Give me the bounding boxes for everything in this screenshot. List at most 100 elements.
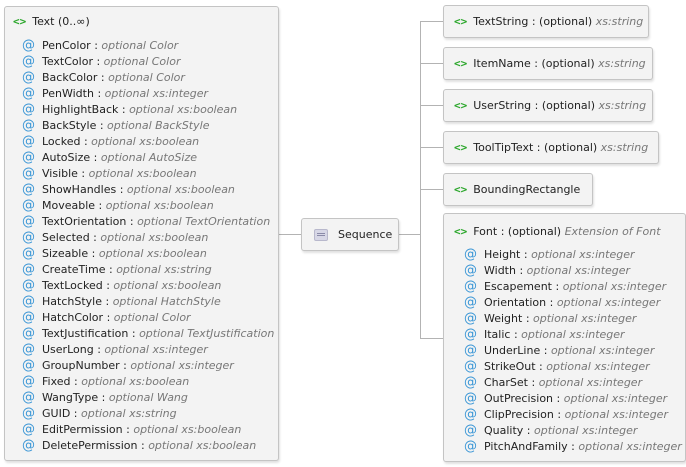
element-tag-icon: <> xyxy=(454,141,468,154)
attribute-separator: : xyxy=(540,344,551,357)
attribute-row: @GroupNumber : optional xs:integer xyxy=(22,359,234,373)
attribute-separator: : xyxy=(126,215,138,228)
attribute-type: optional xs:boolean xyxy=(126,183,235,196)
attribute-at-icon: @ xyxy=(22,438,35,453)
connector-branch-userstring xyxy=(420,105,444,106)
attribute-at-icon: @ xyxy=(22,38,35,53)
font-element-name: Font xyxy=(473,225,498,238)
attribute-at-icon: @ xyxy=(22,358,35,373)
connector-trunk xyxy=(420,21,421,338)
attribute-name: Height xyxy=(484,248,521,261)
attribute-separator: : xyxy=(510,328,522,341)
element-tag-icon: <> xyxy=(13,15,27,28)
attribute-type: optional xs:integer xyxy=(562,280,667,293)
attribute-row: @Width : optional xs:integer xyxy=(464,264,630,278)
attribute-row: @Escapement : optional xs:integer xyxy=(464,280,666,294)
attribute-separator: : xyxy=(116,183,127,196)
child-element-box[interactable]: <>ToolTipText : (optional) xs:string xyxy=(443,131,659,164)
attribute-separator: : xyxy=(103,311,114,324)
attribute-type: optional xs:integer xyxy=(104,87,209,100)
element-tag-icon: <> xyxy=(454,15,468,28)
attribute-row: @BackColor : optional Color xyxy=(22,71,185,85)
child-element-name: TextString xyxy=(473,15,529,28)
attribute-row: @PitchAndFamily : optional xs:integer xyxy=(464,440,682,454)
attribute-at-icon: @ xyxy=(464,359,477,374)
attribute-at-icon: @ xyxy=(464,295,477,310)
attribute-row: @DeletePermission : optional xs:boolean xyxy=(22,439,256,453)
attribute-separator: : xyxy=(70,407,81,420)
attribute-at-icon: @ xyxy=(22,326,35,341)
child-element-type: xs:string xyxy=(595,15,644,28)
attribute-name: UnderLine xyxy=(484,344,541,357)
attribute-name: BackColor xyxy=(42,71,98,84)
attribute-separator: : xyxy=(522,312,534,325)
attribute-at-icon: @ xyxy=(22,86,35,101)
child-element-box[interactable]: <>UserString : (optional) xs:string xyxy=(443,89,653,122)
attribute-name: Sizeable xyxy=(42,247,89,260)
attribute-type: optional xs:boolean xyxy=(105,199,214,212)
attribute-at-icon: @ xyxy=(22,54,35,69)
child-element-optional: : (optional) xyxy=(534,99,596,112)
attribute-at-icon: @ xyxy=(22,102,35,117)
attribute-at-icon: @ xyxy=(22,278,35,293)
child-element-type: xs:string xyxy=(600,141,649,154)
attribute-at-icon: @ xyxy=(22,294,35,309)
attribute-name: Escapement xyxy=(484,280,552,293)
attribute-row: @HighlightBack : optional xs:boolean xyxy=(22,103,237,117)
attribute-name: Selected xyxy=(42,231,90,244)
attribute-name: TextLocked xyxy=(42,279,103,292)
attribute-type: optional TextOrientation xyxy=(137,215,271,228)
attribute-at-icon: @ xyxy=(464,423,477,438)
child-element-header: <>BoundingRectangle xyxy=(454,183,580,197)
child-element-optional: : (optional) xyxy=(534,57,595,70)
attribute-name: StrikeOut xyxy=(484,360,536,373)
child-element-box[interactable]: <> TextString : (optional) xs:string xyxy=(443,5,649,38)
attribute-type: optional xs:integer xyxy=(564,408,668,421)
attribute-at-icon: @ xyxy=(22,262,35,277)
attribute-row: @CharSet : optional xs:integer xyxy=(464,376,642,390)
attribute-row: @UserLong : optional xs:integer xyxy=(22,343,208,357)
attribute-at-icon: @ xyxy=(464,327,477,342)
text-element-box[interactable]: <>Text (0..∞) @PenColor : optional Color… xyxy=(4,6,279,461)
attribute-separator: : xyxy=(70,375,82,388)
attribute-at-icon: @ xyxy=(22,390,35,405)
attribute-type: optional TextJustification xyxy=(139,327,275,340)
connector-text-to-sequence xyxy=(279,234,302,235)
text-element-name: Text xyxy=(32,15,55,28)
attribute-name: AutoSize xyxy=(42,151,91,164)
attribute-at-icon: @ xyxy=(464,247,477,262)
connector-branch-tooltiptext xyxy=(420,147,444,148)
attribute-name: Weight xyxy=(484,312,523,325)
attribute-row: @WangType : optional Wang xyxy=(22,391,188,405)
child-element-box[interactable]: <>ItemName : (optional) xs:string xyxy=(443,47,653,80)
attribute-type: optional xs:boolean xyxy=(113,279,222,292)
attribute-separator: : xyxy=(567,440,579,453)
font-element-optional: : (optional) xyxy=(500,225,562,238)
attribute-name: PitchAndFamily xyxy=(484,440,568,453)
attribute-name: UserLong xyxy=(42,343,94,356)
attribute-row: @Fixed : optional xs:boolean xyxy=(22,375,189,389)
attribute-name: CreateTime xyxy=(42,263,106,276)
attribute-type: optional xs:integer xyxy=(538,376,643,389)
attribute-name: EditPermission xyxy=(42,423,123,436)
font-element-box[interactable]: <>Font : (optional) Extension of Font @H… xyxy=(443,213,686,462)
attribute-type: optional xs:integer xyxy=(563,392,668,405)
attribute-at-icon: @ xyxy=(22,198,35,213)
attribute-name: GroupNumber xyxy=(42,359,120,372)
element-tag-icon: <> xyxy=(454,225,468,238)
attribute-type: optional xs:boolean xyxy=(81,375,190,388)
attribute-separator: : xyxy=(553,408,565,421)
attribute-separator: : xyxy=(552,280,563,293)
attribute-row: @Orientation : optional xs:integer xyxy=(464,296,660,310)
attribute-at-icon: @ xyxy=(22,150,35,165)
child-element-name: ItemName xyxy=(473,57,531,70)
child-element-optional: : (optional) xyxy=(531,15,593,28)
attribute-type: optional Color xyxy=(101,39,179,52)
attribute-separator: : xyxy=(95,199,106,212)
child-element-box[interactable]: <>BoundingRectangle xyxy=(443,173,593,206)
attribute-row: @EditPermission : optional xs:boolean xyxy=(22,423,241,437)
attribute-name: Orientation xyxy=(484,296,547,309)
sequence-box[interactable]: Sequence xyxy=(301,218,399,251)
attribute-separator: : xyxy=(128,327,140,340)
attribute-separator: : xyxy=(98,391,109,404)
